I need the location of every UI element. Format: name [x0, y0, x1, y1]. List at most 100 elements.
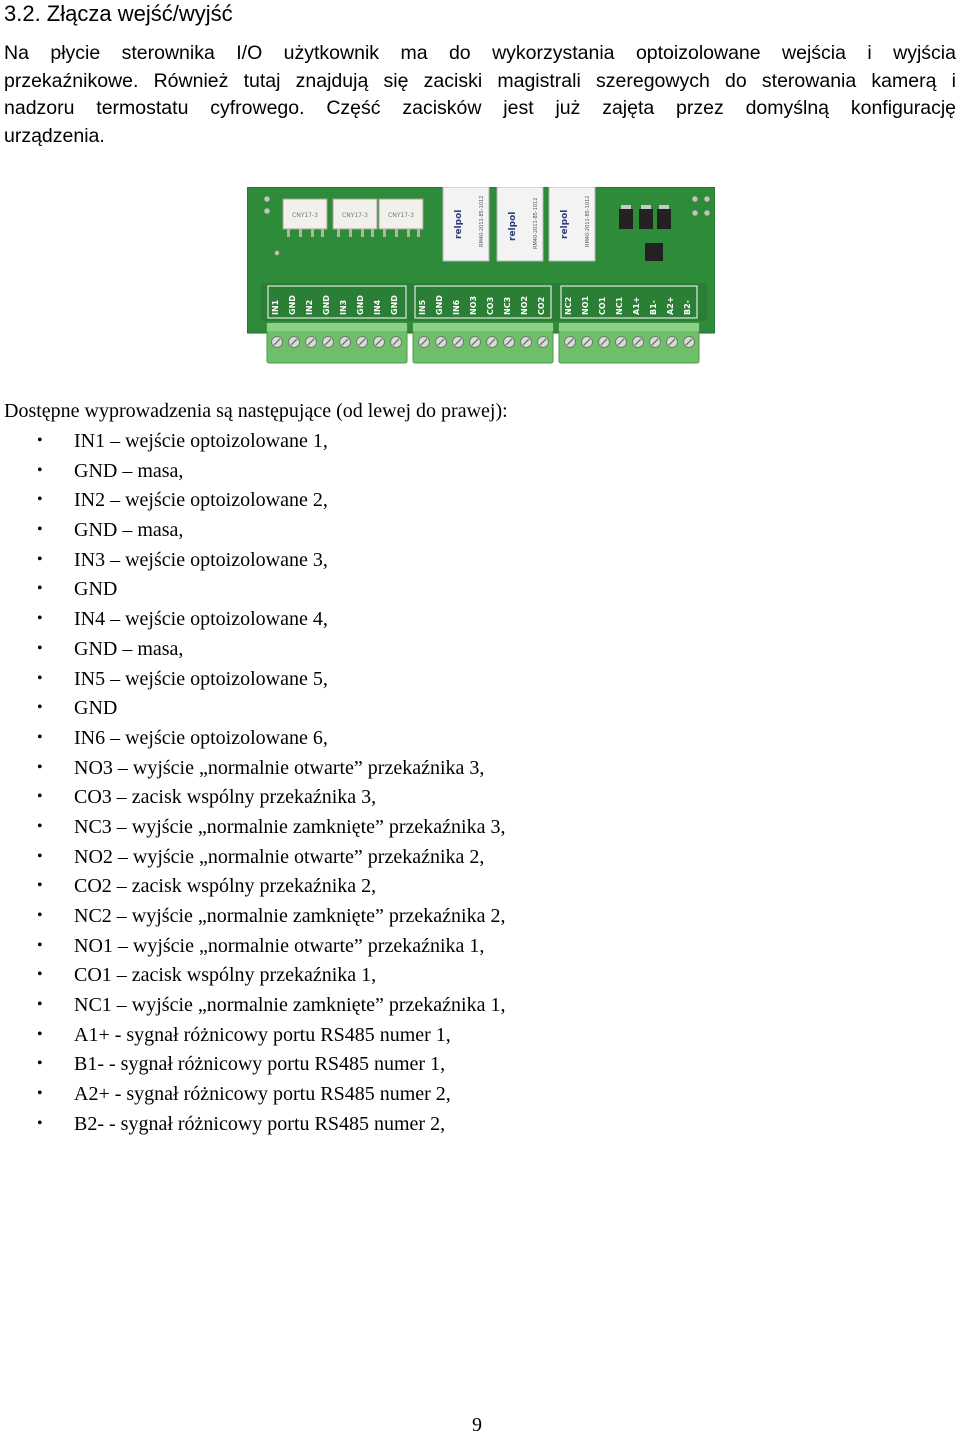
bullet: • [37, 1025, 43, 1043]
intro-line: przekaźnikowe. Również tutaj znajdują si… [4, 69, 956, 92]
terminal-labels-group-2: IN5 GND IN6 NO3 CO3 NC3 NO2 CO2 [418, 295, 546, 315]
bullet: • [37, 432, 43, 449]
optocoupler-label: CNY17-3 [292, 212, 318, 219]
pin-description: IN6 – wejście optoizolowane 6, [74, 726, 328, 749]
relay-brand: relpol [508, 212, 518, 241]
pin-description: IN2 – wejście optoizolowane 2, [74, 489, 328, 512]
terminal-label: GND [288, 295, 297, 315]
diodes [619, 209, 671, 261]
optocouplers: CNY17-3 CNY17-3 CNY17-3 [282, 198, 424, 237]
bullet: • [37, 639, 43, 657]
terminal-label: GND [322, 295, 331, 315]
bullet: • [37, 580, 43, 598]
optocoupler-label: CNY17-3 [388, 212, 414, 219]
pin-description: CO1 – zacisk wspólny przekaźnika 1, [74, 964, 377, 987]
terminal-label: GND [356, 295, 365, 315]
pin-description: B2- - sygnał różnicowy portu RS485 numer… [74, 1112, 446, 1135]
pin-description: CO3 – zacisk wspólny przekaźnika 3, [74, 786, 377, 809]
pin-description: NO2 – wyjście „normalnie otwarte” przeka… [74, 845, 485, 868]
terminal-labels-group-1: IN1 GND IN2 GND IN3 GND IN4 GND [271, 295, 399, 315]
io-board-photo: CNY17-3 CNY17-3 CNY17-3 relpol relpol re… [247, 187, 715, 364]
bullet: • [37, 610, 43, 628]
terminal-label: NO3 [469, 296, 478, 315]
terminal-blocks [266, 322, 700, 364]
pin-description: CO2 – zacisk wspólny przekaźnika 2, [74, 875, 377, 898]
pin-description: GND – masa, [74, 637, 184, 660]
pin-description: NC1 – wyjście „normalnie zamknięte” prze… [74, 994, 506, 1017]
bullet: • [37, 1055, 43, 1073]
terminal-label: NO2 [520, 296, 529, 315]
bullet: • [37, 788, 43, 806]
terminal-label: IN6 [452, 299, 461, 315]
terminal-screw-slots [273, 338, 693, 346]
terminal-label: NC3 [503, 297, 512, 315]
terminal-label: A1+ [632, 297, 641, 315]
terminal-label: CO1 [598, 296, 607, 315]
terminal-label: CO3 [486, 297, 495, 315]
terminal-label: B2- [683, 300, 692, 315]
relay [496, 187, 544, 262]
terminal-label: NO1 [581, 296, 590, 315]
pin-description: IN4 – wejście optoizolowane 4, [74, 608, 328, 631]
pin-description: B1- - sygnał różnicowy portu RS485 numer… [74, 1053, 446, 1076]
bullet: • [37, 461, 43, 479]
optocoupler-label: CNY17-3 [342, 212, 368, 219]
pin-description: NC3 – wyjście „normalnie zamknięte” prze… [74, 815, 506, 838]
silkscreen-band [261, 283, 707, 321]
section-heading: 3.2. Złącza wejść/wyjść [4, 1, 233, 26]
pin-description: NO3 – wyjście „normalnie otwarte” przeka… [74, 756, 485, 779]
relay [442, 187, 490, 262]
bullet: • [37, 669, 43, 687]
bullet: • [37, 936, 43, 954]
terminal-label: A2+ [666, 297, 675, 315]
terminal-label: B1- [649, 300, 658, 315]
intro-line: nadzoru termostatu cyfrowego. Część zaci… [4, 97, 956, 119]
terminal-labels-group-3: NC2 NO1 CO1 NC1 A1+ B1- A2+ B2- [564, 296, 692, 315]
intro-paragraph: Na płycie sterownika I/O użytkownik ma d… [4, 40, 956, 150]
bullet: • [37, 758, 43, 776]
relay [548, 187, 596, 262]
pin-description: GND – masa, [74, 459, 184, 482]
relay-brand: relpol [560, 210, 570, 239]
relay-brand: relpol [454, 210, 464, 239]
bullet: • [37, 877, 43, 895]
pin-description: GND [74, 697, 118, 720]
pin-description: IN5 – wejście optoizolowane 5, [74, 667, 328, 690]
bullet: • [37, 1114, 43, 1132]
pin-description: NC2 – wyjście „normalnie zamknięte” prze… [74, 905, 506, 927]
intro-line: Na płycie sterownika I/O użytkownik ma d… [4, 42, 956, 64]
bullet: • [37, 1085, 43, 1103]
optocoupler [282, 198, 328, 230]
bullet: • [37, 728, 43, 746]
pin-description: NO1 – wyjście „normalnie otwarte” przeka… [74, 934, 485, 957]
bullet: • [37, 907, 43, 924]
terminal-label: IN2 [305, 300, 314, 315]
optocoupler [332, 198, 378, 230]
terminal-label: IN1 [271, 299, 280, 315]
optocoupler [378, 198, 424, 230]
bullet: • [37, 491, 43, 509]
pin-description: IN3 – wejście optoizolowane 3, [74, 548, 328, 571]
terminal-label: GND [435, 295, 444, 315]
terminal-label: GND [390, 295, 399, 315]
terminal-label: IN3 [339, 300, 348, 315]
relays: relpol relpol relpol RM40-2011-85-1012 R… [442, 187, 596, 262]
terminal-label: NC1 [615, 296, 624, 315]
terminal-label: CO2 [537, 297, 546, 315]
pin-description: GND – masa, [74, 519, 184, 542]
terminal-label: NC2 [564, 297, 573, 315]
bullet: • [37, 966, 43, 984]
bullet: • [37, 847, 43, 865]
relay-model: RM40-2011-85-1012 [585, 196, 591, 247]
bullet: • [37, 817, 43, 835]
pin-description: IN1 – wejście optoizolowane 1, [74, 430, 328, 452]
bullet: • [37, 550, 43, 568]
pin-description: GND [74, 578, 118, 601]
bullet: • [37, 699, 43, 717]
relay-model: RM40-2011-85-1012 [533, 198, 539, 249]
silkscreen-boxes [267, 285, 698, 319]
pin-list-intro: Dostępne wyprowadzenia są następujące (o… [4, 400, 508, 422]
bullet: • [37, 996, 43, 1014]
intro-line: urządzenia. [4, 124, 105, 147]
terminal-label: IN4 [373, 299, 382, 315]
